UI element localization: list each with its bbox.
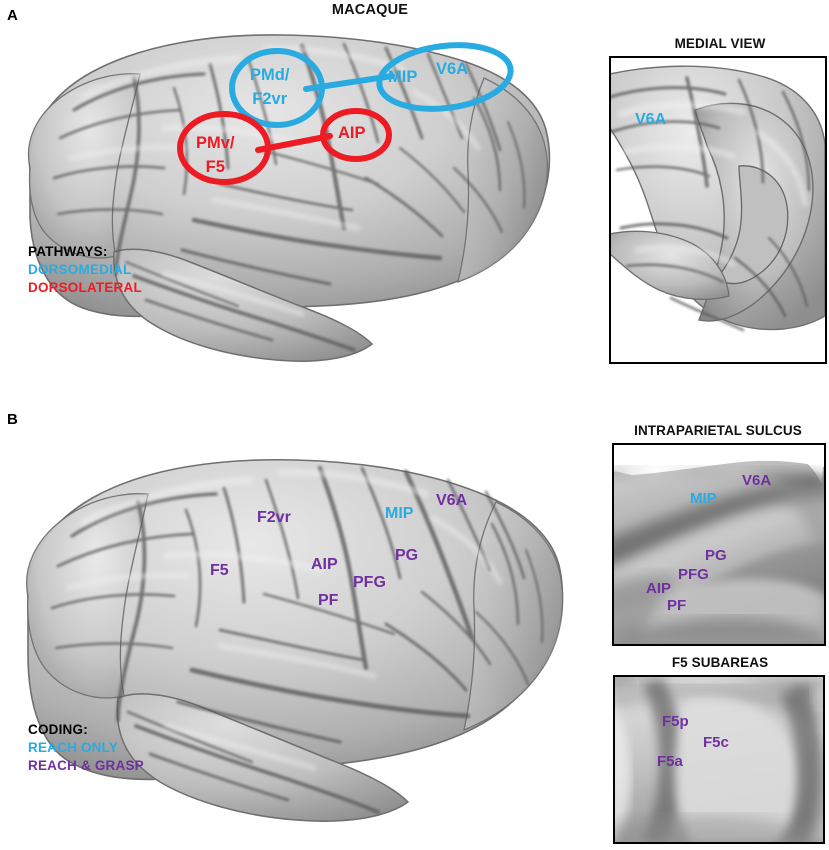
ips-upper-shade <box>614 469 824 507</box>
f5-subareas-title: F5 SUBAREAS <box>671 655 769 670</box>
ips-left-shade <box>614 574 678 643</box>
coding-legend-heading: CODING: <box>28 722 88 737</box>
brain-b-occipital-lobe <box>463 501 564 732</box>
ips-right-fold <box>764 481 824 633</box>
panel-a-title: MACAQUE <box>331 2 409 18</box>
ips-bottom-shade <box>614 617 824 644</box>
medial-gyri-highlights <box>617 101 808 267</box>
f5-subareas-inset <box>613 675 825 844</box>
f5-bottom-shade <box>615 815 823 842</box>
medial-sulci <box>611 76 811 332</box>
f5-right-gyrus <box>811 681 823 842</box>
ips-deep-groove <box>614 481 824 567</box>
pathways-legend-dorsomedial: DORSOMEDIAL <box>28 261 132 277</box>
medial-view-title: MEDIAL VIEW <box>674 36 766 51</box>
macaque-lateral-brain-b <box>14 448 594 838</box>
intraparietal-sulcus-title: INTRAPARIETAL SULCUS <box>634 423 802 438</box>
f5-inset-svg <box>615 677 823 842</box>
ips-corner-cutout <box>790 445 824 485</box>
medial-inner-fold <box>716 165 789 285</box>
panel-b-letter: B <box>7 411 18 428</box>
f5-left-gyrus <box>615 709 631 841</box>
pathways-legend: PATHWAYS: DORSOMEDIAL DORSOLATERAL <box>28 243 142 296</box>
medial-view-inset <box>609 56 827 364</box>
brain-b-gyri-highlights <box>65 468 503 771</box>
pathways-legend-heading: PATHWAYS: <box>28 244 108 259</box>
ips-inset-svg <box>614 445 824 644</box>
intraparietal-sulcus-inset <box>612 443 826 646</box>
panel-a-letter: A <box>7 7 18 24</box>
coding-legend-reach-only: REACH ONLY <box>28 739 119 755</box>
pathways-legend-dorsolateral: DORSOLATERAL <box>28 279 142 295</box>
f5-top-band <box>615 677 823 703</box>
brain-a-svg <box>27 34 551 362</box>
f5-right-sulcus <box>781 685 821 842</box>
brain-b-svg <box>26 458 564 822</box>
coding-legend: CODING: REACH ONLY REACH & GRASP <box>28 721 144 774</box>
coding-legend-reach-grasp: REACH & GRASP <box>28 757 144 773</box>
f5-left-sulcus <box>643 679 683 841</box>
brain-a-occipital-lobe <box>457 77 549 284</box>
f5-central-mound <box>674 698 802 841</box>
ips-top-cutout <box>614 445 824 475</box>
brain-b-sulci <box>50 465 544 814</box>
medial-view-svg <box>611 58 825 362</box>
macaque-lateral-brain-a <box>14 18 594 373</box>
